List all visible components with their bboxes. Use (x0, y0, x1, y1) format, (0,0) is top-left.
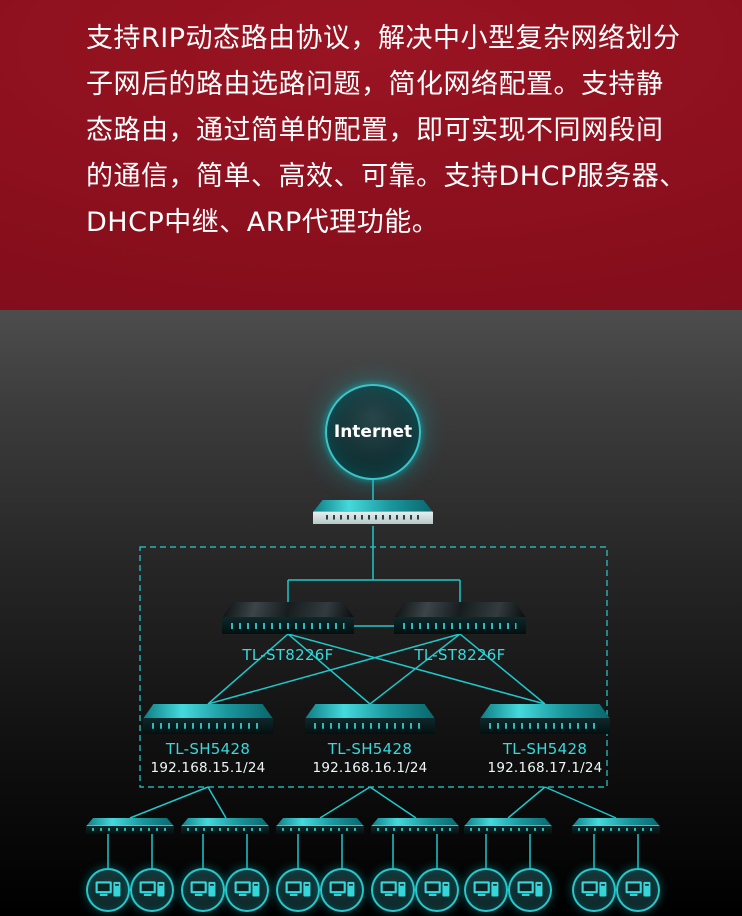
desktop-pc-icon (473, 881, 499, 897)
desktop-pc-icon (139, 881, 165, 897)
core-switch-device-1 (222, 602, 354, 634)
agg-switch-label-3: TL-SH5428 (502, 740, 588, 758)
topology-links (107, 480, 639, 868)
agg-switch-device-2 (305, 704, 435, 734)
feature-paragraph: 支持RIP动态路由协议，解决中小型复杂网络划分 子网后的路由选路问题，简化网络配… (86, 16, 702, 246)
feature-line: 态路由，通过简单的配置，即可实现不同网段间 (86, 115, 664, 146)
client-node (86, 868, 130, 912)
access-switch-device-4 (371, 818, 459, 834)
feature-line: 支持RIP动态路由协议，解决中小型复杂网络划分 (86, 23, 681, 54)
client-node (276, 868, 320, 912)
agg-switch-ip-3: 192.168.17.1/24 (487, 760, 603, 776)
agg-switch-device-3 (480, 704, 610, 734)
feature-line: 子网后的路由选路问题，简化网络配置。支持静 (86, 69, 664, 100)
access-switch-device-1 (86, 818, 174, 834)
client-node (572, 868, 616, 912)
desktop-pc-icon (625, 881, 651, 897)
client-node (415, 868, 459, 912)
agg-switch-label-2: TL-SH5428 (327, 740, 413, 758)
access-switch-device-2 (181, 818, 269, 834)
client-node (508, 868, 552, 912)
desktop-pc-icon (190, 881, 216, 897)
client-node (616, 868, 660, 912)
internet-label: Internet (333, 422, 413, 442)
core-switch-label-1: TL-ST8226F (242, 646, 334, 664)
core-switch-label-2: TL-ST8226F (414, 646, 506, 664)
client-node (464, 868, 508, 912)
agg-switch-label-1: TL-SH5428 (165, 740, 251, 758)
access-switch-device-5 (464, 818, 552, 834)
client-node (130, 868, 174, 912)
desktop-pc-icon (234, 881, 260, 897)
network-topology-diagram: Internet TL-ST8226F TL-ST8226F TL-SH5428… (0, 310, 742, 916)
core-switch-device-2 (394, 602, 526, 634)
desktop-pc-icon (285, 881, 311, 897)
desktop-pc-icon (517, 881, 543, 897)
agg-switch-ip-1: 192.168.15.1/24 (150, 760, 266, 776)
agg-switch-device-1 (143, 704, 273, 734)
desktop-pc-icon (329, 881, 355, 897)
access-switch-device-3 (276, 818, 364, 834)
desktop-pc-icon (581, 881, 607, 897)
client-node (225, 868, 269, 912)
feature-banner: 支持RIP动态路由协议，解决中小型复杂网络划分 子网后的路由选路问题，简化网络配… (0, 0, 742, 310)
desktop-pc-icon (380, 881, 406, 897)
desktop-pc-icon (95, 881, 121, 897)
client-node (181, 868, 225, 912)
agg-switch-ip-2: 192.168.16.1/24 (312, 760, 428, 776)
gateway-router-device (313, 500, 433, 524)
feature-line: DHCP中继、ARP代理功能。 (86, 207, 440, 238)
client-node (371, 868, 415, 912)
access-switch-device-6 (572, 818, 660, 834)
client-node (320, 868, 364, 912)
internet-node: Internet (325, 384, 421, 480)
desktop-pc-icon (424, 881, 450, 897)
feature-line: 的通信，简单、高效、可靠。支持DHCP服务器、 (86, 161, 687, 192)
